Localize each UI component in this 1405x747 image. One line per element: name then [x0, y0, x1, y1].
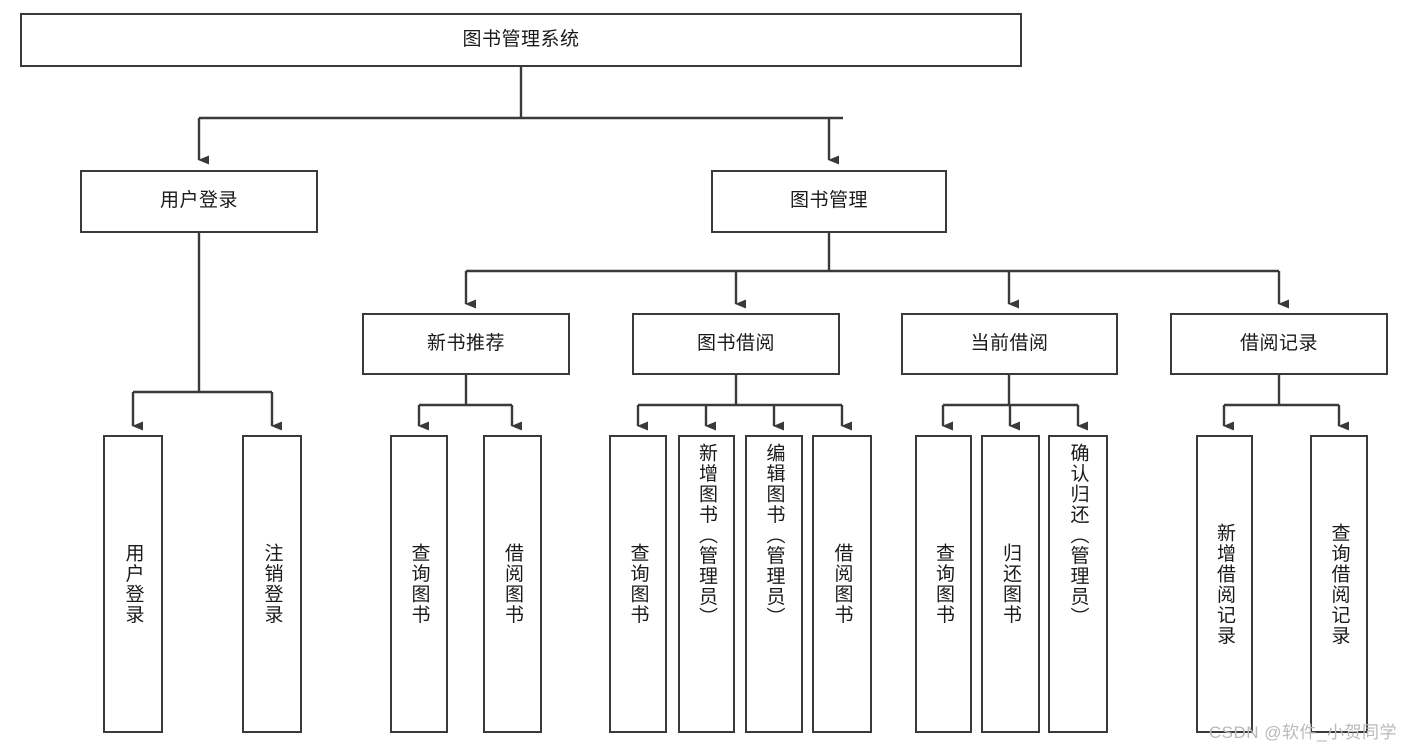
node-borrow-record-label: 借阅记录	[1239, 332, 1318, 354]
node-root-label: 图书管理系统	[462, 28, 580, 50]
node-current-borrow[interactable]: 当前借阅	[901, 313, 1118, 375]
node-user-login[interactable]: 用户登录	[80, 170, 318, 233]
node-book-borrow-label: 图书借阅	[696, 332, 775, 354]
node-leaf-add-book-label: 新增图书（管理员）	[696, 443, 717, 628]
node-leaf-query-record[interactable]: 查询借阅记录	[1310, 435, 1368, 733]
node-book-borrow[interactable]: 图书借阅	[632, 313, 840, 375]
node-leaf-borrow-book-1-label: 借阅图书	[502, 543, 523, 625]
node-leaf-borrow-book-2-label: 借阅图书	[831, 543, 853, 625]
node-leaf-query-book-3-label: 查询图书	[933, 543, 954, 625]
node-book-manage-label: 图书管理	[789, 190, 868, 212]
node-leaf-add-book[interactable]: 新增图书（管理员）	[678, 435, 735, 733]
node-new-book-rec[interactable]: 新书推荐	[362, 313, 570, 375]
node-borrow-record[interactable]: 借阅记录	[1170, 313, 1388, 375]
node-book-manage[interactable]: 图书管理	[711, 170, 947, 233]
node-leaf-confirm-return-label: 确认归还（管理员）	[1067, 443, 1089, 628]
node-leaf-add-record[interactable]: 新增借阅记录	[1196, 435, 1253, 733]
node-leaf-query-record-label: 查询借阅记录	[1328, 522, 1350, 646]
node-leaf-return-book-label: 归还图书	[1000, 543, 1021, 625]
node-leaf-add-record-label: 新增借阅记录	[1214, 522, 1235, 646]
node-leaf-confirm-return[interactable]: 确认归还（管理员）	[1048, 435, 1108, 733]
node-leaf-query-book-1[interactable]: 查询图书	[390, 435, 448, 733]
node-leaf-borrow-book-1[interactable]: 借阅图书	[483, 435, 542, 733]
node-leaf-query-book-2-label: 查询图书	[627, 543, 649, 625]
node-root[interactable]: 图书管理系统	[20, 13, 1022, 67]
node-leaf-edit-book-label: 编辑图书（管理员）	[763, 443, 785, 628]
csdn-watermark: CSDN @软件_小贺同学	[1208, 723, 1397, 742]
node-current-borrow-label: 当前借阅	[970, 332, 1049, 354]
node-leaf-query-book-3[interactable]: 查询图书	[915, 435, 972, 733]
node-leaf-return-book[interactable]: 归还图书	[981, 435, 1040, 733]
node-leaf-query-book-1-label: 查询图书	[408, 543, 430, 625]
node-leaf-query-book-2[interactable]: 查询图书	[609, 435, 667, 733]
node-leaf-user-login[interactable]: 用户登录	[103, 435, 163, 733]
node-leaf-borrow-book-2[interactable]: 借阅图书	[812, 435, 872, 733]
node-leaf-edit-book[interactable]: 编辑图书（管理员）	[745, 435, 803, 733]
node-leaf-user-login-label: 用户登录	[122, 543, 144, 625]
node-leaf-logout-label: 注销登录	[261, 543, 283, 625]
node-leaf-logout[interactable]: 注销登录	[242, 435, 302, 733]
node-new-book-rec-label: 新书推荐	[426, 332, 505, 354]
node-user-login-label: 用户登录	[159, 190, 238, 212]
